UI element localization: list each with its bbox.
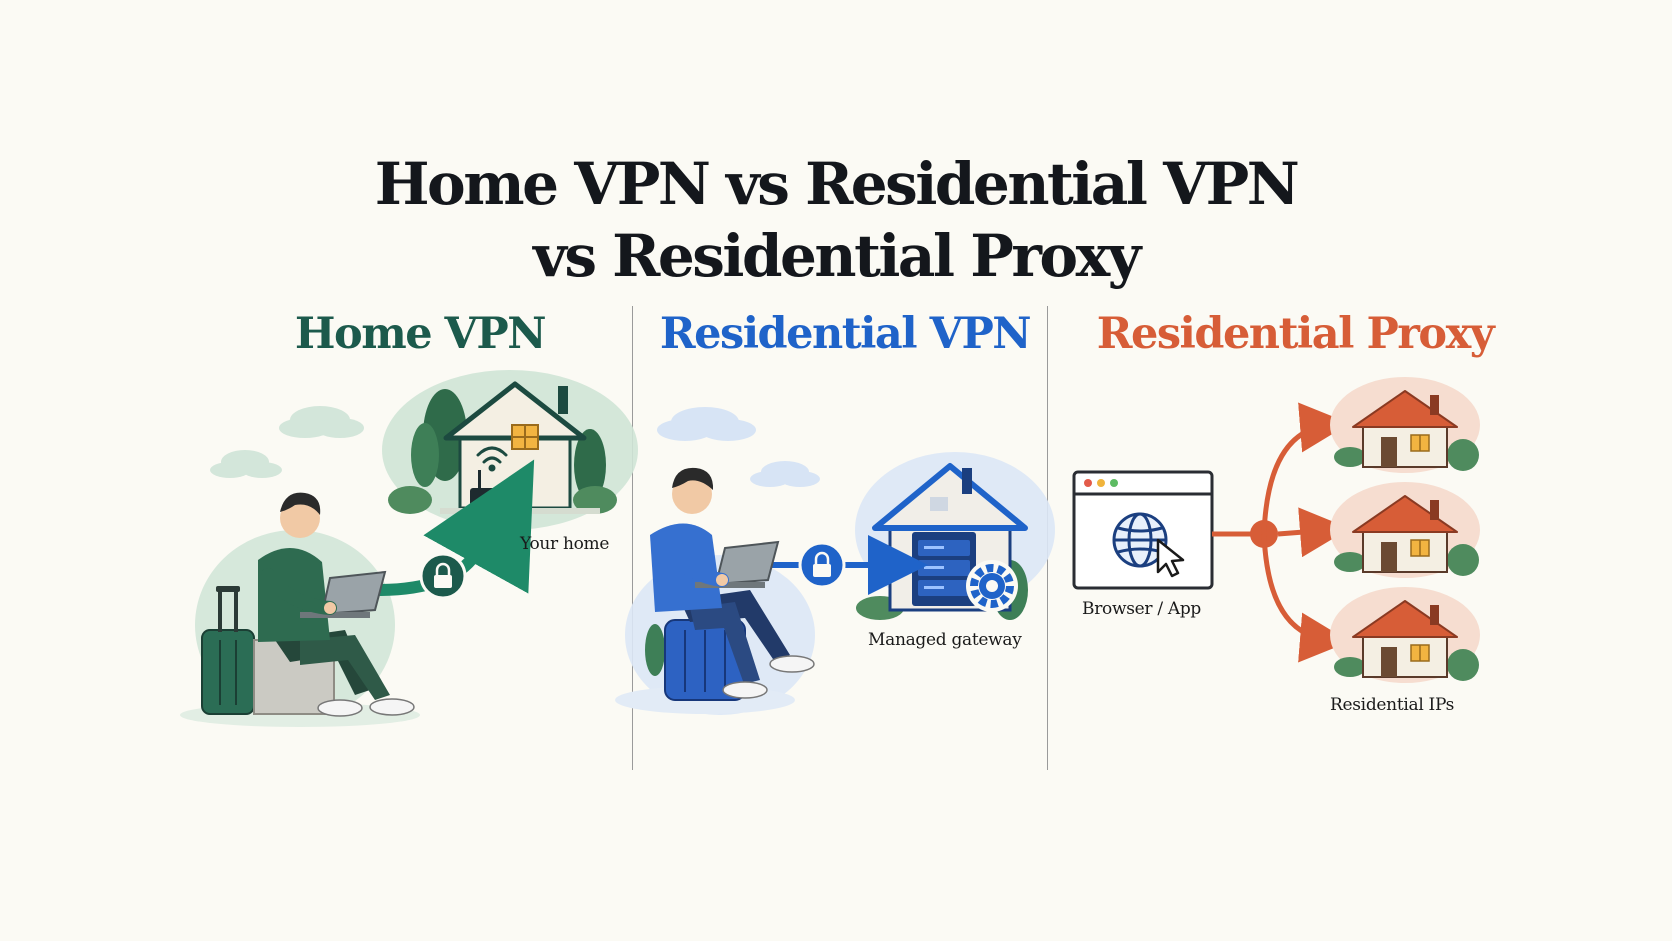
residential-house-icon: [1330, 377, 1480, 473]
gear-icon: [966, 560, 1018, 612]
your-home-label: Your home: [520, 534, 610, 554]
residential-vpn-scene: [615, 407, 1055, 715]
lock-icon: [798, 541, 846, 589]
person-with-laptop: [201, 492, 415, 717]
residential-proxy-scene: [1072, 377, 1480, 683]
cloud-icon: [279, 406, 364, 438]
vpn-tunnel-arrow: [372, 459, 535, 596]
proxy-branch-arrow: [1261, 402, 1350, 535]
proxy-branch-arrow: [1261, 533, 1350, 663]
cursor-icon: [1156, 538, 1185, 578]
residential-proxy-heading: Residential Proxy: [1096, 309, 1495, 359]
server-icon: [912, 532, 976, 606]
residential-house-icon: [1330, 482, 1480, 578]
proxy-branch-arrow: [1277, 507, 1350, 558]
cloud-icon: [657, 407, 756, 441]
managed-gateway-label: Managed gateway: [868, 630, 1022, 650]
main-title: Home VPN vs Residential VPN vs Residenti…: [0, 148, 1672, 292]
cloud-icon: [750, 461, 820, 487]
person-with-laptop: [615, 467, 815, 714]
lock-icon: [419, 552, 467, 600]
residential-vpn-heading: Residential VPN: [659, 309, 1032, 359]
cloud-icon: [210, 450, 282, 478]
residential-house-icon: [1330, 587, 1480, 683]
main-title-line2: vs Residential Proxy: [533, 222, 1141, 290]
residential-ips-label: Residential IPs: [1330, 695, 1455, 715]
browser-app-label: Browser / App: [1082, 599, 1201, 619]
home-vpn-heading: Home VPN: [294, 309, 547, 359]
main-title-line1: Home VPN vs Residential VPN: [374, 150, 1300, 218]
column-divider-1: [632, 306, 633, 770]
home-vpn-scene: [180, 370, 638, 727]
